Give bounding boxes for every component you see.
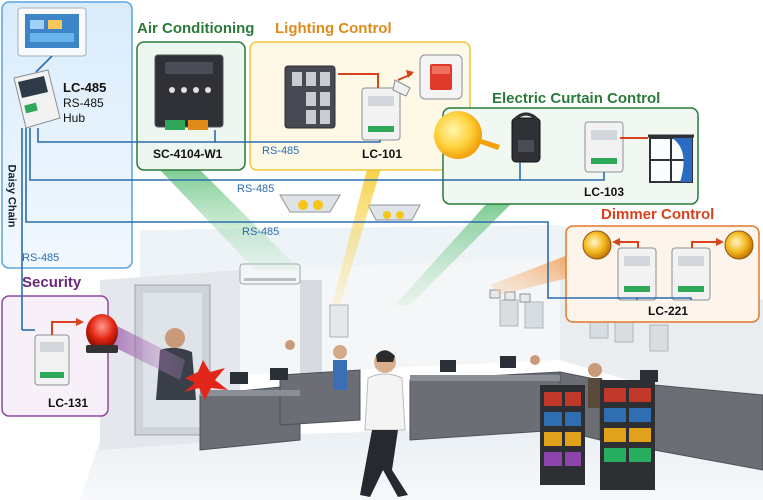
walking-person xyxy=(360,350,408,497)
lc221-device-2 xyxy=(671,247,711,301)
daisy-chain-label: Daisy Chain xyxy=(5,164,18,228)
hub-panel xyxy=(1,1,133,269)
air-device-label: SC-4104-W1 xyxy=(153,147,223,161)
rs485-label-dimmer: RS-485 xyxy=(242,226,280,238)
rs485-bus xyxy=(21,55,692,331)
red-switch xyxy=(419,54,463,100)
lc131-device xyxy=(34,334,70,386)
air-beam xyxy=(160,170,300,270)
hub-device-label: LC-485 xyxy=(63,80,107,95)
curtain-title: Electric Curtain Control xyxy=(492,90,661,107)
hub-line2-label: Hub xyxy=(63,111,86,125)
dimmer-bulb-left xyxy=(582,230,612,260)
lighting-beam xyxy=(332,165,382,305)
dimmer-title: Dimmer Control xyxy=(601,206,715,223)
curtain-beam xyxy=(395,200,515,305)
dimmer-device-label: LC-221 xyxy=(648,304,689,318)
ceiling-lamp-2 xyxy=(367,204,421,221)
rs485-label-lighting: RS-485 xyxy=(262,145,300,157)
ceiling-lamp-1 xyxy=(279,194,341,213)
rs485-label-curtain: RS-485 xyxy=(237,183,275,195)
lc485-device xyxy=(13,69,61,129)
lc101-device xyxy=(361,79,411,141)
alarm-burst xyxy=(184,360,228,400)
rs485-label-security: RS-485 xyxy=(22,252,60,264)
sun-icon xyxy=(434,111,482,159)
dimmer-beam xyxy=(490,255,580,295)
security-device-label: LC-131 xyxy=(48,396,89,410)
security-title: Security xyxy=(22,274,82,291)
curtain-window xyxy=(648,134,694,183)
sc4104-device xyxy=(154,54,224,130)
air-conditioning-title: Air Conditioning xyxy=(137,20,255,37)
magazine-rack-right xyxy=(600,380,655,490)
security-beam xyxy=(105,320,185,380)
lighting-title: Lighting Control xyxy=(275,20,392,37)
touch-panel xyxy=(17,7,87,57)
dimmer-bulb-right xyxy=(724,230,754,260)
hub-line1-label: RS-485 xyxy=(63,96,104,110)
lc103-device xyxy=(584,121,624,173)
siren xyxy=(86,314,118,353)
lc221-device-1 xyxy=(617,247,657,301)
wall-switch xyxy=(284,65,336,129)
light-sensor xyxy=(511,112,541,163)
curtain-device-label: LC-103 xyxy=(584,185,625,199)
magazine-rack-left xyxy=(540,385,585,485)
lighting-device-label: LC-101 xyxy=(362,147,403,161)
